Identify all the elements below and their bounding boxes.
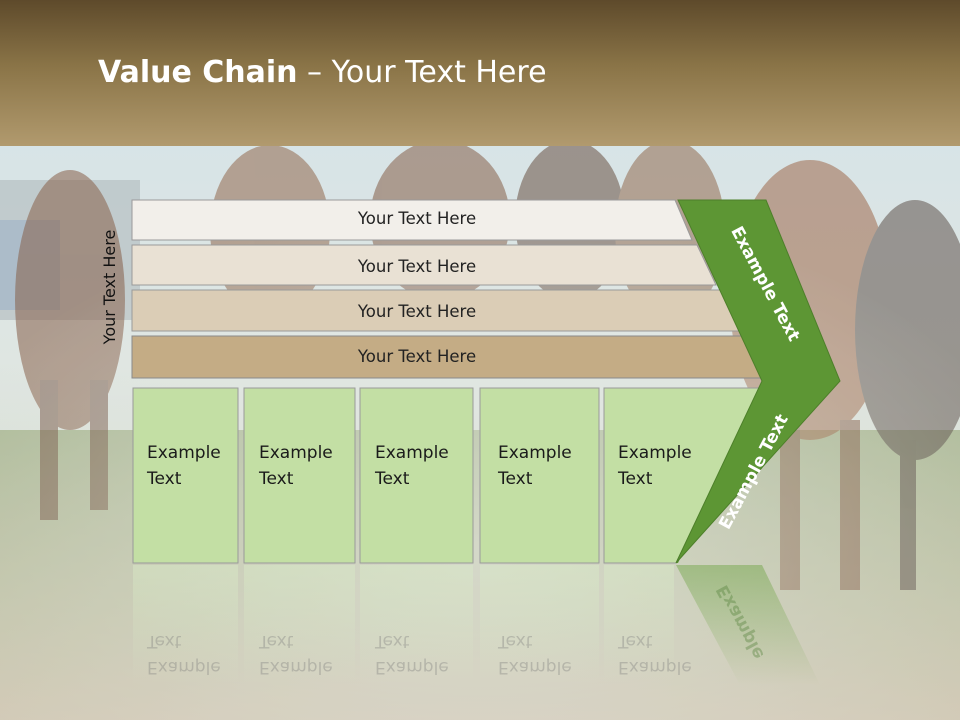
cell-4-shape: [479, 387, 600, 564]
cell-3-reflection: [360, 565, 473, 685]
bar-1: [131, 199, 693, 241]
cell-4-reflection: [480, 565, 599, 685]
header-band: [0, 0, 960, 146]
bar-2: [131, 244, 717, 286]
bar-1-label: Your Text Here: [357, 209, 477, 228]
cell-2-shape: [243, 387, 356, 564]
bar-2-label: Your Text Here: [357, 257, 477, 276]
cell-5-reflection: [604, 565, 674, 685]
title-bold: Value Chain: [98, 55, 298, 90]
slide-title: Value Chain – Your Text Here: [98, 55, 547, 90]
side-label: Your Text Here: [100, 229, 119, 345]
chevron-reflection: [676, 565, 820, 685]
bar-3-label: Your Text Here: [357, 302, 477, 321]
cell-1-shape: [132, 387, 239, 564]
chevron-outline: [675, 199, 841, 564]
cell-1-reflection: [133, 565, 238, 685]
title-rest: – Your Text Here: [297, 55, 547, 90]
cell-3-shape: [359, 387, 474, 564]
cell-2-reflection: [244, 565, 355, 685]
bar-4-label: Your Text Here: [357, 347, 477, 366]
